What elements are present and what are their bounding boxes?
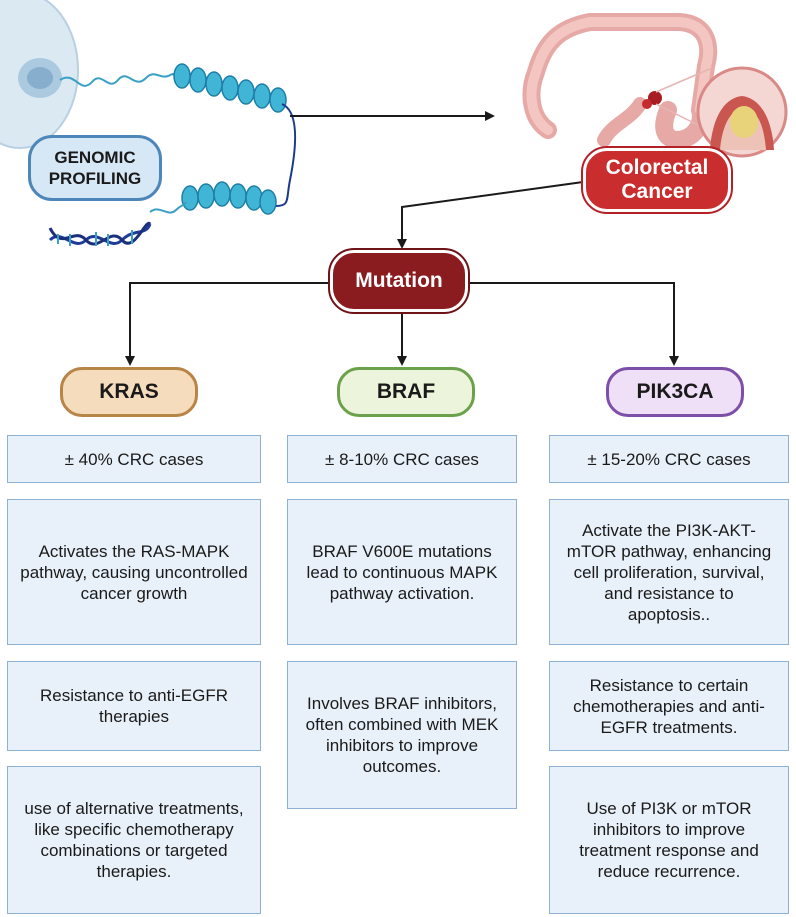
kras-prevalence-box: ± 40% CRC cases bbox=[7, 435, 261, 483]
pik3ca-treatment-box: Use of PI3K or mTOR inhibitors to improv… bbox=[549, 766, 789, 914]
kras-node: KRAS bbox=[60, 367, 198, 417]
connector-arrows bbox=[125, 111, 679, 366]
braf-mechanism-box: BRAF V600E mutations lead to continuous … bbox=[287, 499, 517, 645]
braf-prevalence-box: ± 8-10% CRC cases bbox=[287, 435, 517, 483]
mutation-node: Mutation bbox=[328, 248, 470, 314]
pik3ca-node: PIK3CA bbox=[606, 367, 744, 417]
kras-resistance-box: Resistance to anti-EGFR therapies bbox=[7, 661, 261, 751]
genomic-profiling-label: GENOMIC PROFILING bbox=[28, 135, 162, 201]
colon-illustration bbox=[522, 13, 788, 158]
pik3ca-prevalence-box: ± 15-20% CRC cases bbox=[549, 435, 789, 483]
dna-helix-illustration bbox=[48, 222, 152, 246]
colorectal-cancer-node: Colorectal Cancer bbox=[581, 146, 733, 214]
braf-treatment-box: Involves BRAF inhibitors, often combined… bbox=[287, 661, 517, 809]
pik3ca-mechanism-box: Activate the PI3K-AKT-mTOR pathway, enha… bbox=[549, 499, 789, 645]
kras-treatment-box: use of alternative treatments, like spec… bbox=[7, 766, 261, 914]
cell-illustration bbox=[0, 0, 79, 149]
pik3ca-resistance-box: Resistance to certain chemotherapies and… bbox=[549, 661, 789, 751]
kras-mechanism-box: Activates the RAS-MAPK pathway, causing … bbox=[7, 499, 261, 645]
braf-node: BRAF bbox=[337, 367, 475, 417]
